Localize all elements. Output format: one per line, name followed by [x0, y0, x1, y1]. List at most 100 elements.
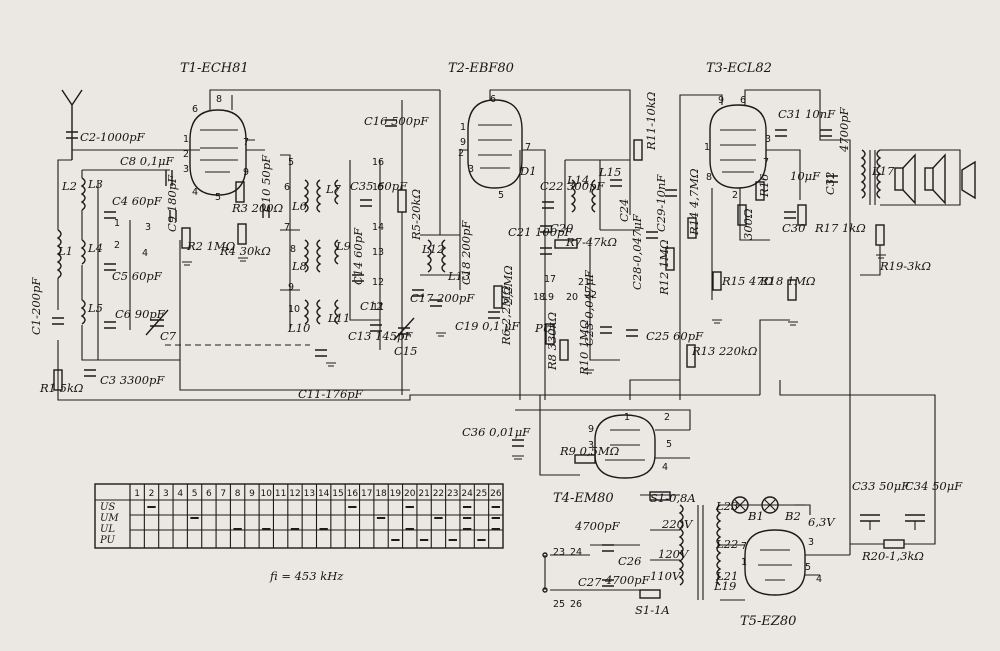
- tube-t1-label: T1-ECH81: [180, 61, 249, 76]
- mains-section: [542, 491, 671, 599]
- switch-22: 22: [585, 290, 597, 301]
- cap-4700n-label: 4700pF: [837, 106, 851, 153]
- t1-pin-9: 9: [243, 167, 249, 178]
- t1-pin-8: 8: [216, 94, 222, 105]
- v220-label: 220V: [661, 517, 694, 531]
- c2-label: C2-1000pF: [80, 130, 146, 144]
- pilot-lamp-b2-icon: [761, 496, 779, 514]
- switch-21: 21: [578, 277, 590, 288]
- switch-12: 12: [372, 277, 384, 288]
- if-transformer-2: [420, 90, 461, 290]
- table-col-header: 7: [220, 489, 226, 499]
- table-col-header: 5: [192, 489, 198, 499]
- l10-label: L10: [287, 321, 310, 335]
- l11-label: L11: [327, 311, 350, 325]
- table-col-header: 22: [433, 489, 444, 499]
- l14-label: L14: [566, 173, 589, 187]
- table-col-header: 21: [418, 489, 429, 499]
- r14-label: R14 4,7MΩ: [687, 168, 701, 236]
- ground-icons: [182, 254, 886, 506]
- b2-label: B2: [784, 509, 801, 523]
- l7-label: L7: [325, 182, 342, 196]
- c8-label: C8 0,1μF: [120, 154, 175, 168]
- pu-label: PU: [534, 321, 553, 335]
- switch-1: 1: [114, 218, 120, 229]
- table-col-header: 24: [461, 489, 473, 499]
- tube-t5-label: T5-EZ80: [740, 614, 796, 629]
- t4-pin-3: 3: [588, 440, 594, 451]
- b1-label: B1: [747, 509, 764, 523]
- table-col-header: 11: [275, 489, 286, 499]
- l12-label: L12: [421, 242, 444, 256]
- table-row-label: PU: [99, 535, 116, 546]
- r13-label: R13 220kΩ: [691, 344, 758, 358]
- c10uf-label: 10μF: [790, 169, 821, 183]
- d1-label: D1: [519, 164, 537, 178]
- table-col-header: 9: [249, 489, 255, 499]
- switch-11: 11: [372, 302, 384, 313]
- t1-pin-3: 3: [183, 164, 189, 175]
- t2-pin-1: 1: [460, 122, 466, 133]
- cap-4700b-label: 4700pF: [604, 573, 651, 587]
- c7-label: C7: [160, 329, 177, 343]
- table-col-header: 10: [261, 489, 273, 499]
- if-transformer-3: [519, 150, 640, 400]
- t2-pin-5: 5: [498, 190, 504, 201]
- c6-label: C6 90pF: [115, 307, 166, 321]
- r17-label: R17 1kΩ: [814, 221, 866, 235]
- tube-t1-icon: [160, 89, 440, 196]
- switch-16: 16: [372, 157, 384, 168]
- table-col-header: 13: [304, 489, 315, 499]
- if-coils: [179, 100, 410, 395]
- l8-label: L8: [291, 259, 307, 273]
- c17-label: C17 200pF: [410, 291, 475, 305]
- l19-label: L19: [713, 579, 736, 593]
- t3-pin-2: 2: [732, 190, 738, 201]
- c36-label: C36 0,01μF: [462, 425, 531, 439]
- table-col-header: 2: [149, 489, 155, 499]
- l1-label: L1: [57, 244, 73, 258]
- table-col-header: 4: [177, 489, 183, 499]
- t5-pin-1: 1: [741, 557, 747, 568]
- l9-label: L9: [335, 239, 351, 253]
- t5-pin-5: 5: [805, 562, 811, 573]
- c29-label: C29-10nF: [654, 174, 668, 232]
- c21-label: C21 100pF: [508, 225, 573, 239]
- switch-3: 3: [145, 222, 151, 233]
- t2-pin-2: 2: [458, 148, 464, 159]
- t5-pin-7: 7: [741, 541, 747, 552]
- input-coils: [56, 149, 180, 401]
- r19-label: R19-3kΩ: [879, 259, 931, 273]
- t4-pin-5: 5: [666, 439, 672, 450]
- cap-4700a-label: 4700pF: [574, 519, 621, 533]
- filter-section: [779, 230, 936, 555]
- t2-pin-7: 7: [525, 142, 531, 153]
- l23-label: L23: [715, 499, 738, 513]
- table-col-header: 3: [163, 489, 169, 499]
- s1a-label: S1-0,8A: [650, 491, 696, 505]
- switch-24: 24: [570, 547, 582, 558]
- capacitor-symbols: [52, 119, 925, 587]
- switch-17: 17: [544, 274, 556, 285]
- r4-label: R4 30kΩ: [219, 244, 271, 258]
- c22-label: C22 300pF: [540, 179, 605, 193]
- t3-pin-8: 8: [706, 172, 712, 183]
- c35-label: C35 60pF: [350, 179, 408, 193]
- t3-pin-6: 6: [740, 95, 746, 106]
- t3-pin-3: 3: [765, 134, 771, 145]
- t3-pin-9: 9: [718, 95, 724, 106]
- r10-label: R10 1MΩ: [577, 319, 591, 376]
- table-col-header: 1: [134, 489, 140, 499]
- switch-9: 9: [288, 282, 294, 293]
- table-col-header: 23: [447, 489, 458, 499]
- switch-10: 10: [288, 304, 300, 315]
- speaker-2-icon: [924, 153, 946, 205]
- t4-pin-4: 4: [662, 462, 668, 473]
- power-transformer: [640, 494, 811, 601]
- switch-19: 19: [542, 292, 554, 303]
- l2-label: L2: [61, 179, 77, 193]
- t1-pin-5: 5: [215, 192, 221, 203]
- t1-pin-4: 4: [192, 187, 198, 198]
